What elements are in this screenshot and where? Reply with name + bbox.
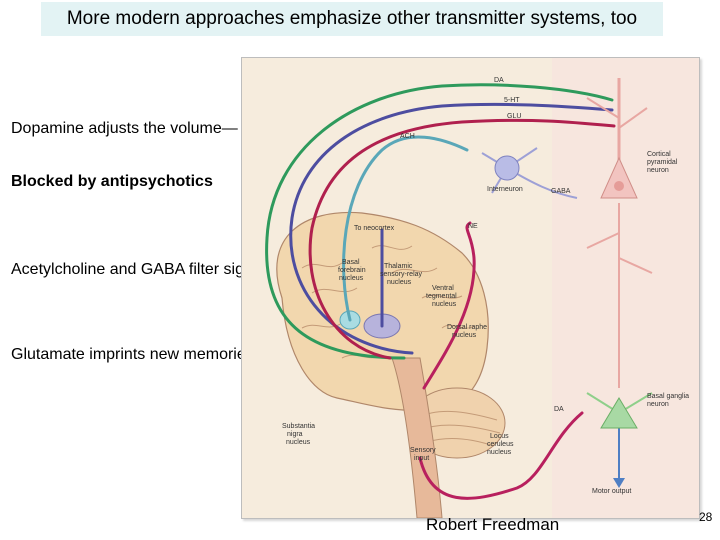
label-interneuron: Interneuron — [487, 186, 523, 193]
label-substantia-3: nucleus — [286, 439, 311, 446]
label-thalamic-3: nucleus — [387, 279, 412, 286]
label-raphe-2: nucleus — [452, 332, 477, 339]
slide-title: More modern approaches emphasize other t… — [41, 2, 663, 36]
label-gaba: GABA — [551, 188, 571, 195]
label-locus-1: Locus — [490, 433, 509, 440]
cortical-branch-c — [586, 232, 620, 249]
label-vta-1: Ventral — [432, 285, 454, 292]
neurotransmitter-figure: DA 5-HT GLU ACH GABA NE DA Interneuron C… — [241, 57, 700, 519]
label-glu: GLU — [507, 113, 521, 120]
basal-ganglia-soma — [600, 397, 638, 429]
note-dopamine: Dopamine adjusts the volume— — [11, 120, 238, 137]
label-da-bottom: DA — [554, 406, 564, 413]
serotonin-pathway — [289, 102, 614, 355]
label-cortical-3: neuron — [647, 167, 669, 174]
label-ach: ACH — [400, 133, 415, 140]
label-cortical-1: Cortical — [647, 151, 671, 158]
motor-output-arrowhead — [613, 478, 625, 488]
label-to-neocortex: To neocortex — [354, 225, 395, 232]
cortical-branch-b — [618, 107, 648, 129]
cortical-soma — [600, 156, 638, 199]
label-locus-2: ceruleus — [487, 441, 514, 448]
label-locus-3: nucleus — [487, 449, 512, 456]
label-substantia-1: Substantia — [282, 423, 315, 430]
label-basal-forebrain-2: forebrain — [338, 267, 366, 274]
label-basal-ganglia-2: neuron — [647, 401, 669, 408]
label-basal-forebrain-3: nucleus — [339, 275, 364, 282]
interneuron — [481, 147, 578, 199]
label-basal-forebrain-1: Basal — [342, 259, 360, 266]
cortical-branch-d — [618, 257, 653, 274]
da-nigra-pathway — [418, 411, 584, 500]
figure-background-right — [552, 58, 699, 518]
label-basal-ganglia-1: Basal ganglia — [647, 393, 689, 400]
pathways — [265, 83, 616, 500]
label-ne: NE — [468, 223, 478, 230]
label-cortical-2: pyramidal — [647, 159, 678, 166]
label-substantia-2: nigra — [287, 431, 303, 438]
label-motor-output: Motor output — [592, 488, 631, 495]
cortical-branch-a — [586, 97, 620, 119]
glutamate-pathway — [308, 118, 616, 360]
da-pathway — [265, 83, 614, 360]
note-blocked: Blocked by antipsychotics — [11, 173, 213, 190]
label-sensory-1: Sensory — [410, 447, 436, 454]
note-glutamate: Glutamate imprints new memories — [11, 346, 254, 363]
ne-pathway — [422, 221, 476, 390]
credit: Robert Freedman — [426, 515, 560, 534]
label-da-top: DA — [494, 77, 504, 84]
label-5ht: 5-HT — [504, 97, 520, 104]
label-raphe-1: Dorsal raphe — [447, 324, 487, 331]
interneuron-soma — [494, 155, 520, 181]
label-thalamic-1: Thalamic — [384, 263, 413, 270]
ach-pathway — [342, 135, 469, 322]
neurotransmitter-diagram: DA 5-HT GLU ACH GABA NE DA Interneuron C… — [242, 58, 699, 518]
cortical-pyramidal-neuron — [586, 78, 653, 388]
basal-ganglia-neuron — [586, 392, 653, 488]
page-number: 28 — [699, 510, 713, 524]
cortical-nucleus — [614, 181, 624, 191]
label-vta-3: nucleus — [432, 301, 457, 308]
label-thalamic-2: sensory-relay — [380, 271, 423, 278]
label-sensory-2: input — [414, 455, 429, 462]
label-vta-2: tegmental — [426, 293, 457, 300]
